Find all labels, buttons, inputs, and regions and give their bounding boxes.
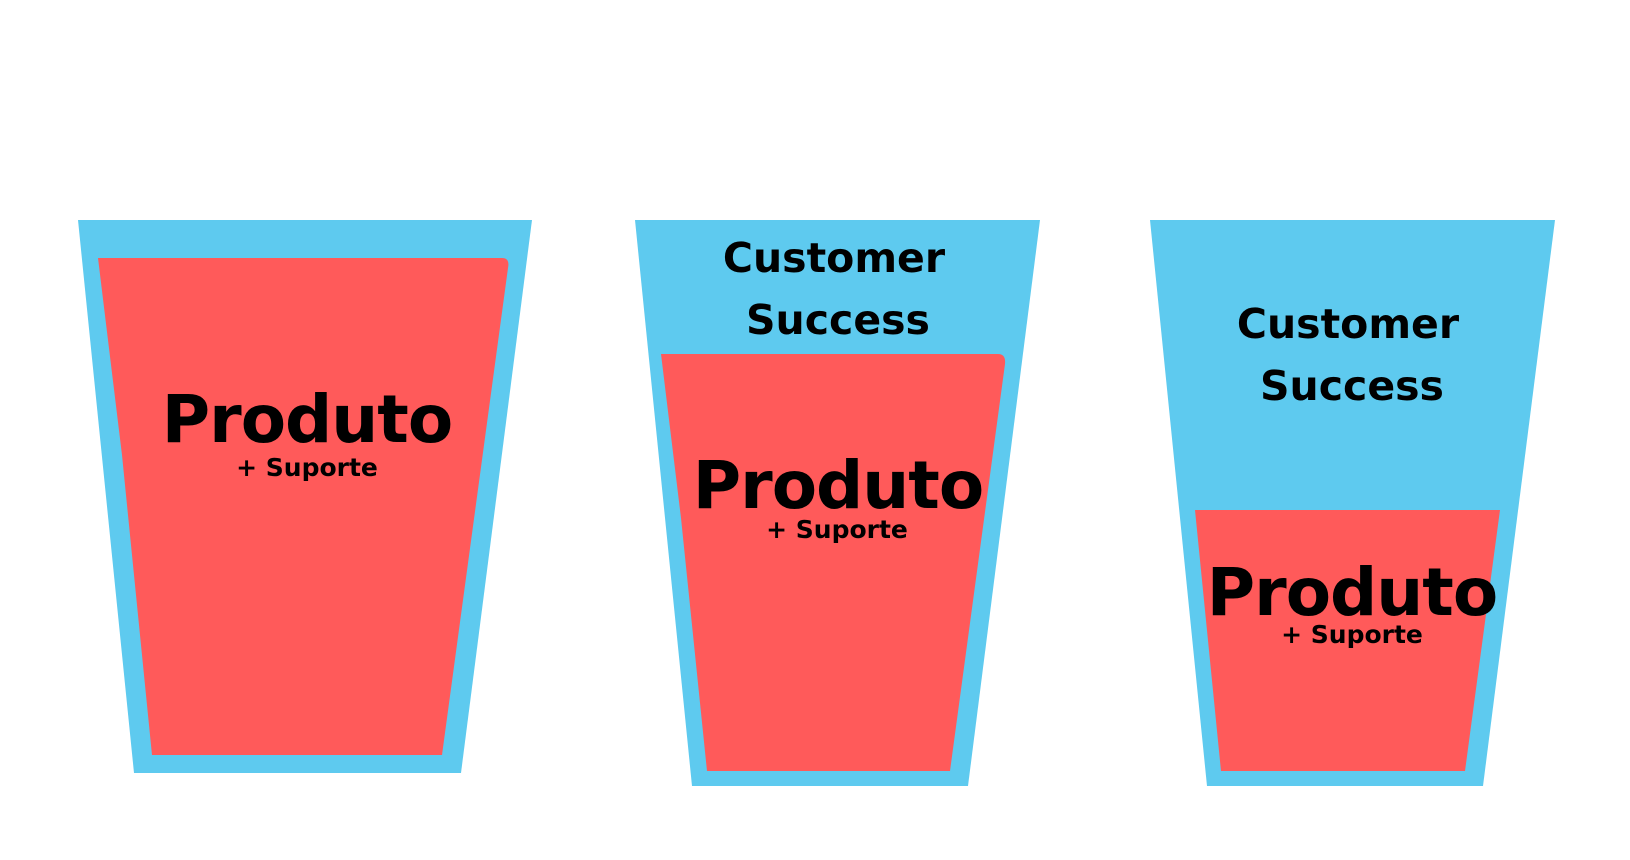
cup-2: Customer Success Produto + Suporte xyxy=(635,220,1040,786)
cup-2-product-fill xyxy=(661,354,1006,771)
cup-2-support-label: + Suporte xyxy=(766,515,908,544)
cup-3-success-line-2: Success xyxy=(1260,362,1444,410)
cup-1-product-fill xyxy=(98,258,509,755)
cup-1: Produto + Suporte xyxy=(78,220,532,773)
cup-3-product-label: Produto xyxy=(1207,554,1497,631)
cup-1-product-label: Produto xyxy=(162,381,452,458)
cup-3-support-label: + Suporte xyxy=(1281,620,1423,649)
cup-2-product-label: Produto xyxy=(693,447,983,524)
cup-3-success-line-1: Customer xyxy=(1237,300,1460,348)
cup-2-success-line-2: Success xyxy=(746,296,930,344)
cup-3-product-fill xyxy=(1195,510,1500,771)
cup-2-success-line-1: Customer xyxy=(723,234,946,282)
cup-1-support-label: + Suporte xyxy=(236,453,378,482)
cup-3: Customer Success Produto + Suporte xyxy=(1150,220,1555,786)
